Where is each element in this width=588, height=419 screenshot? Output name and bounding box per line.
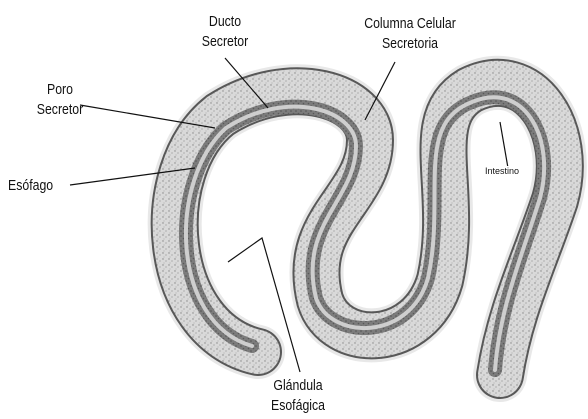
label-ducto-line2: Secretor xyxy=(196,32,253,52)
label-intestino: Intestino xyxy=(484,166,520,176)
label-poro-line2: Secretor xyxy=(29,100,91,120)
label-glandula-line2: Esofágica xyxy=(265,396,331,416)
label-poro-line1: Poro xyxy=(29,80,91,100)
label-poro-secretor: Poro Secretor xyxy=(29,80,91,120)
label-columna-celular: Columna Celular Secretoria xyxy=(353,14,468,54)
leader-intestino xyxy=(500,122,508,168)
label-columna-line1: Columna Celular xyxy=(353,14,468,34)
label-ducto-secretor: Ducto Secretor xyxy=(196,12,253,52)
label-glandula-esofagica: Glándula Esofágica xyxy=(265,376,331,416)
label-glandula-line1: Glándula xyxy=(265,376,331,396)
label-columna-line2: Secretoria xyxy=(353,34,468,54)
label-esofago-text: Esófago xyxy=(8,177,53,194)
label-ducto-line1: Ducto xyxy=(196,12,253,32)
worm-cuticle xyxy=(175,83,560,375)
label-esofago: Esófago xyxy=(8,176,53,196)
